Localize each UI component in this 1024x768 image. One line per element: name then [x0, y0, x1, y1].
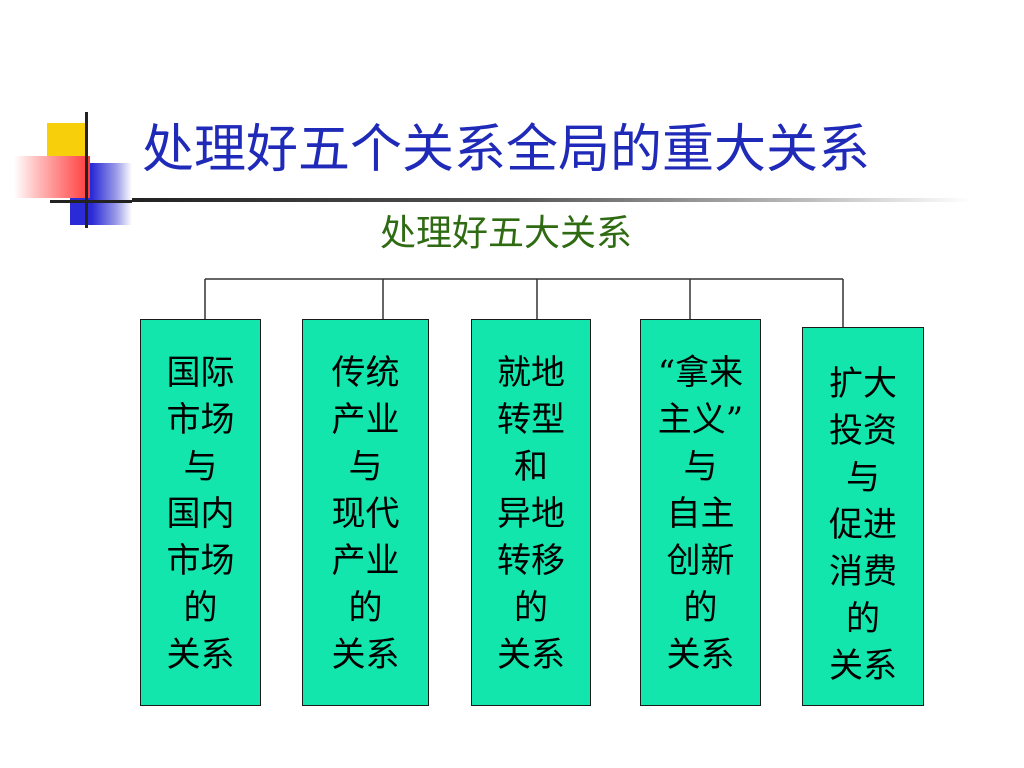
branch-box-3: 就地转型和异地转移的关系 — [471, 319, 591, 706]
branch-1-line-5: 市场 — [166, 541, 235, 581]
branch-2-line-5: 产业 — [331, 541, 400, 581]
decor-vertical-line — [85, 112, 88, 228]
branch-2-line-4: 现代 — [331, 494, 400, 534]
branch-box-2: 传统产业与现代产业的关系 — [302, 319, 429, 706]
branch-3-line-1: 就地 — [497, 353, 565, 393]
branch-box-4: “拿来主义” 与自主创新的关系 — [640, 319, 761, 706]
slide-title: 处理好五个关系全局的重大关系 — [142, 120, 871, 180]
branch-5-line-3: 与 — [846, 458, 880, 498]
branch-1-line-6: 的 — [183, 588, 218, 628]
branch-4-line-6: 的 — [683, 588, 718, 628]
branch-box-5: 扩大投资与促进消费的关系 — [802, 327, 924, 706]
branch-1-line-2: 市场 — [166, 400, 235, 440]
root-node-label: 处理好五大关系 — [380, 213, 633, 254]
branch-5-line-1: 扩大 — [829, 364, 897, 404]
branch-1-line-4: 国内 — [166, 494, 235, 534]
branch-3-line-5: 转移 — [497, 541, 565, 581]
branch-4-line-2: 主义” — [657, 400, 744, 440]
branch-1-line-7: 关系 — [166, 635, 235, 675]
branch-box-1: 国际市场与国内市场的关系 — [140, 319, 261, 706]
branch-4-line-4: 自主 — [666, 494, 735, 534]
branch-5-line-6: 的 — [846, 599, 880, 639]
branch-5-line-7: 关系 — [829, 646, 897, 686]
branch-1-line-1: 国际 — [166, 353, 235, 393]
branch-4-line-3: 与 — [683, 447, 718, 487]
branch-2-line-2: 产业 — [331, 400, 400, 440]
branch-1-line-3: 与 — [183, 447, 218, 487]
branch-2-line-6: 的 — [348, 588, 383, 628]
branch-2-line-7: 关系 — [331, 635, 400, 675]
branch-4-line-1: “拿来 — [657, 353, 744, 393]
branch-4-line-7: 关系 — [666, 635, 735, 675]
branch-3-line-7: 关系 — [497, 635, 565, 675]
branch-3-line-4: 异地 — [497, 494, 565, 534]
branch-5-line-2: 投资 — [829, 411, 897, 451]
decor-horizontal-line — [50, 200, 132, 203]
branch-2-line-3: 与 — [348, 447, 383, 487]
branch-5-line-5: 消费 — [829, 552, 897, 592]
branch-2-line-1: 传统 — [331, 353, 400, 393]
branch-5-line-4: 促进 — [829, 505, 897, 545]
branch-3-line-6: 的 — [514, 588, 548, 628]
decor-red-bar — [14, 156, 90, 198]
branch-3-line-3: 和 — [514, 447, 548, 487]
branch-4-line-5: 创新 — [666, 541, 735, 581]
title-underline — [132, 198, 972, 202]
branch-3-line-2: 转型 — [497, 400, 565, 440]
